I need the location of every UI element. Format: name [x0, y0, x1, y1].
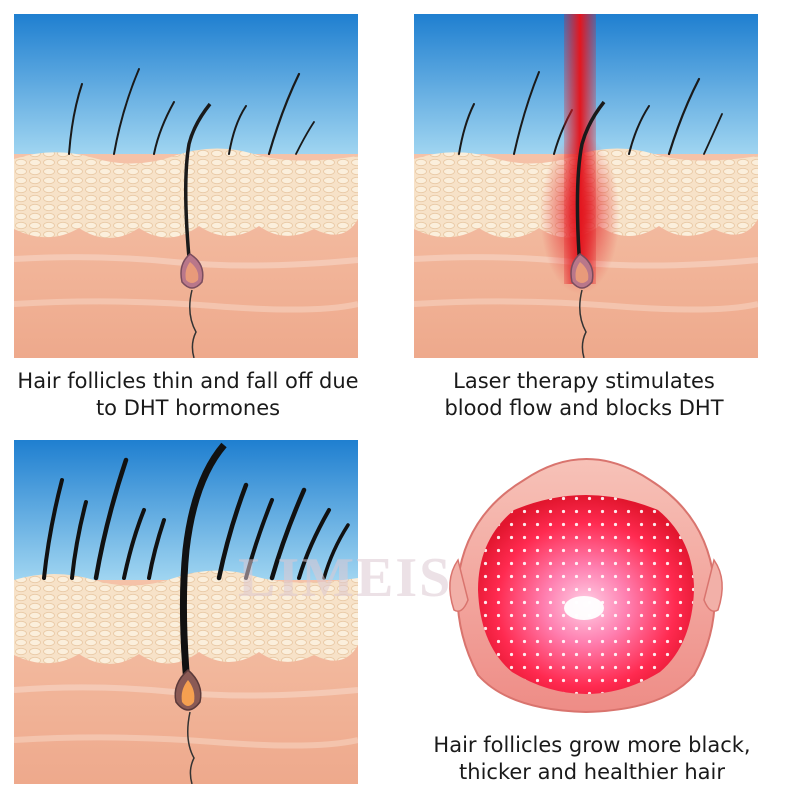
laser-helmet-illustration [449, 458, 723, 714]
nerve-line [579, 289, 587, 358]
caption-dht-thinning: Hair follicles thin and fall off due to … [17, 369, 359, 420]
scalp-illustration-thin [14, 14, 358, 358]
scalp-illustration-laser [414, 14, 758, 358]
main-hair-strand [184, 102, 212, 270]
thick-hairs [42, 457, 350, 581]
main-hair-strand [575, 100, 606, 270]
panel-laser-helmet [414, 440, 758, 730]
scalp-illustration-healthy [14, 440, 358, 784]
thin-hairs [458, 71, 723, 156]
panel-healthy-hair [14, 440, 358, 784]
nerve-line [189, 289, 197, 358]
panel-dht-thinning [14, 14, 358, 358]
led-array [478, 495, 694, 694]
nerve-line [187, 711, 195, 784]
main-hair-strand [179, 442, 227, 696]
panel-laser-therapy [414, 14, 758, 358]
light-highlight [564, 596, 604, 620]
thin-hairs [68, 68, 315, 156]
sky-background [14, 14, 358, 164]
caption-healthy-hair: Hair follicles grow more black, thicker … [433, 733, 751, 784]
laser-glow [540, 134, 620, 294]
caption-laser-therapy: Laser therapy stimulates blood flow and … [444, 369, 724, 420]
